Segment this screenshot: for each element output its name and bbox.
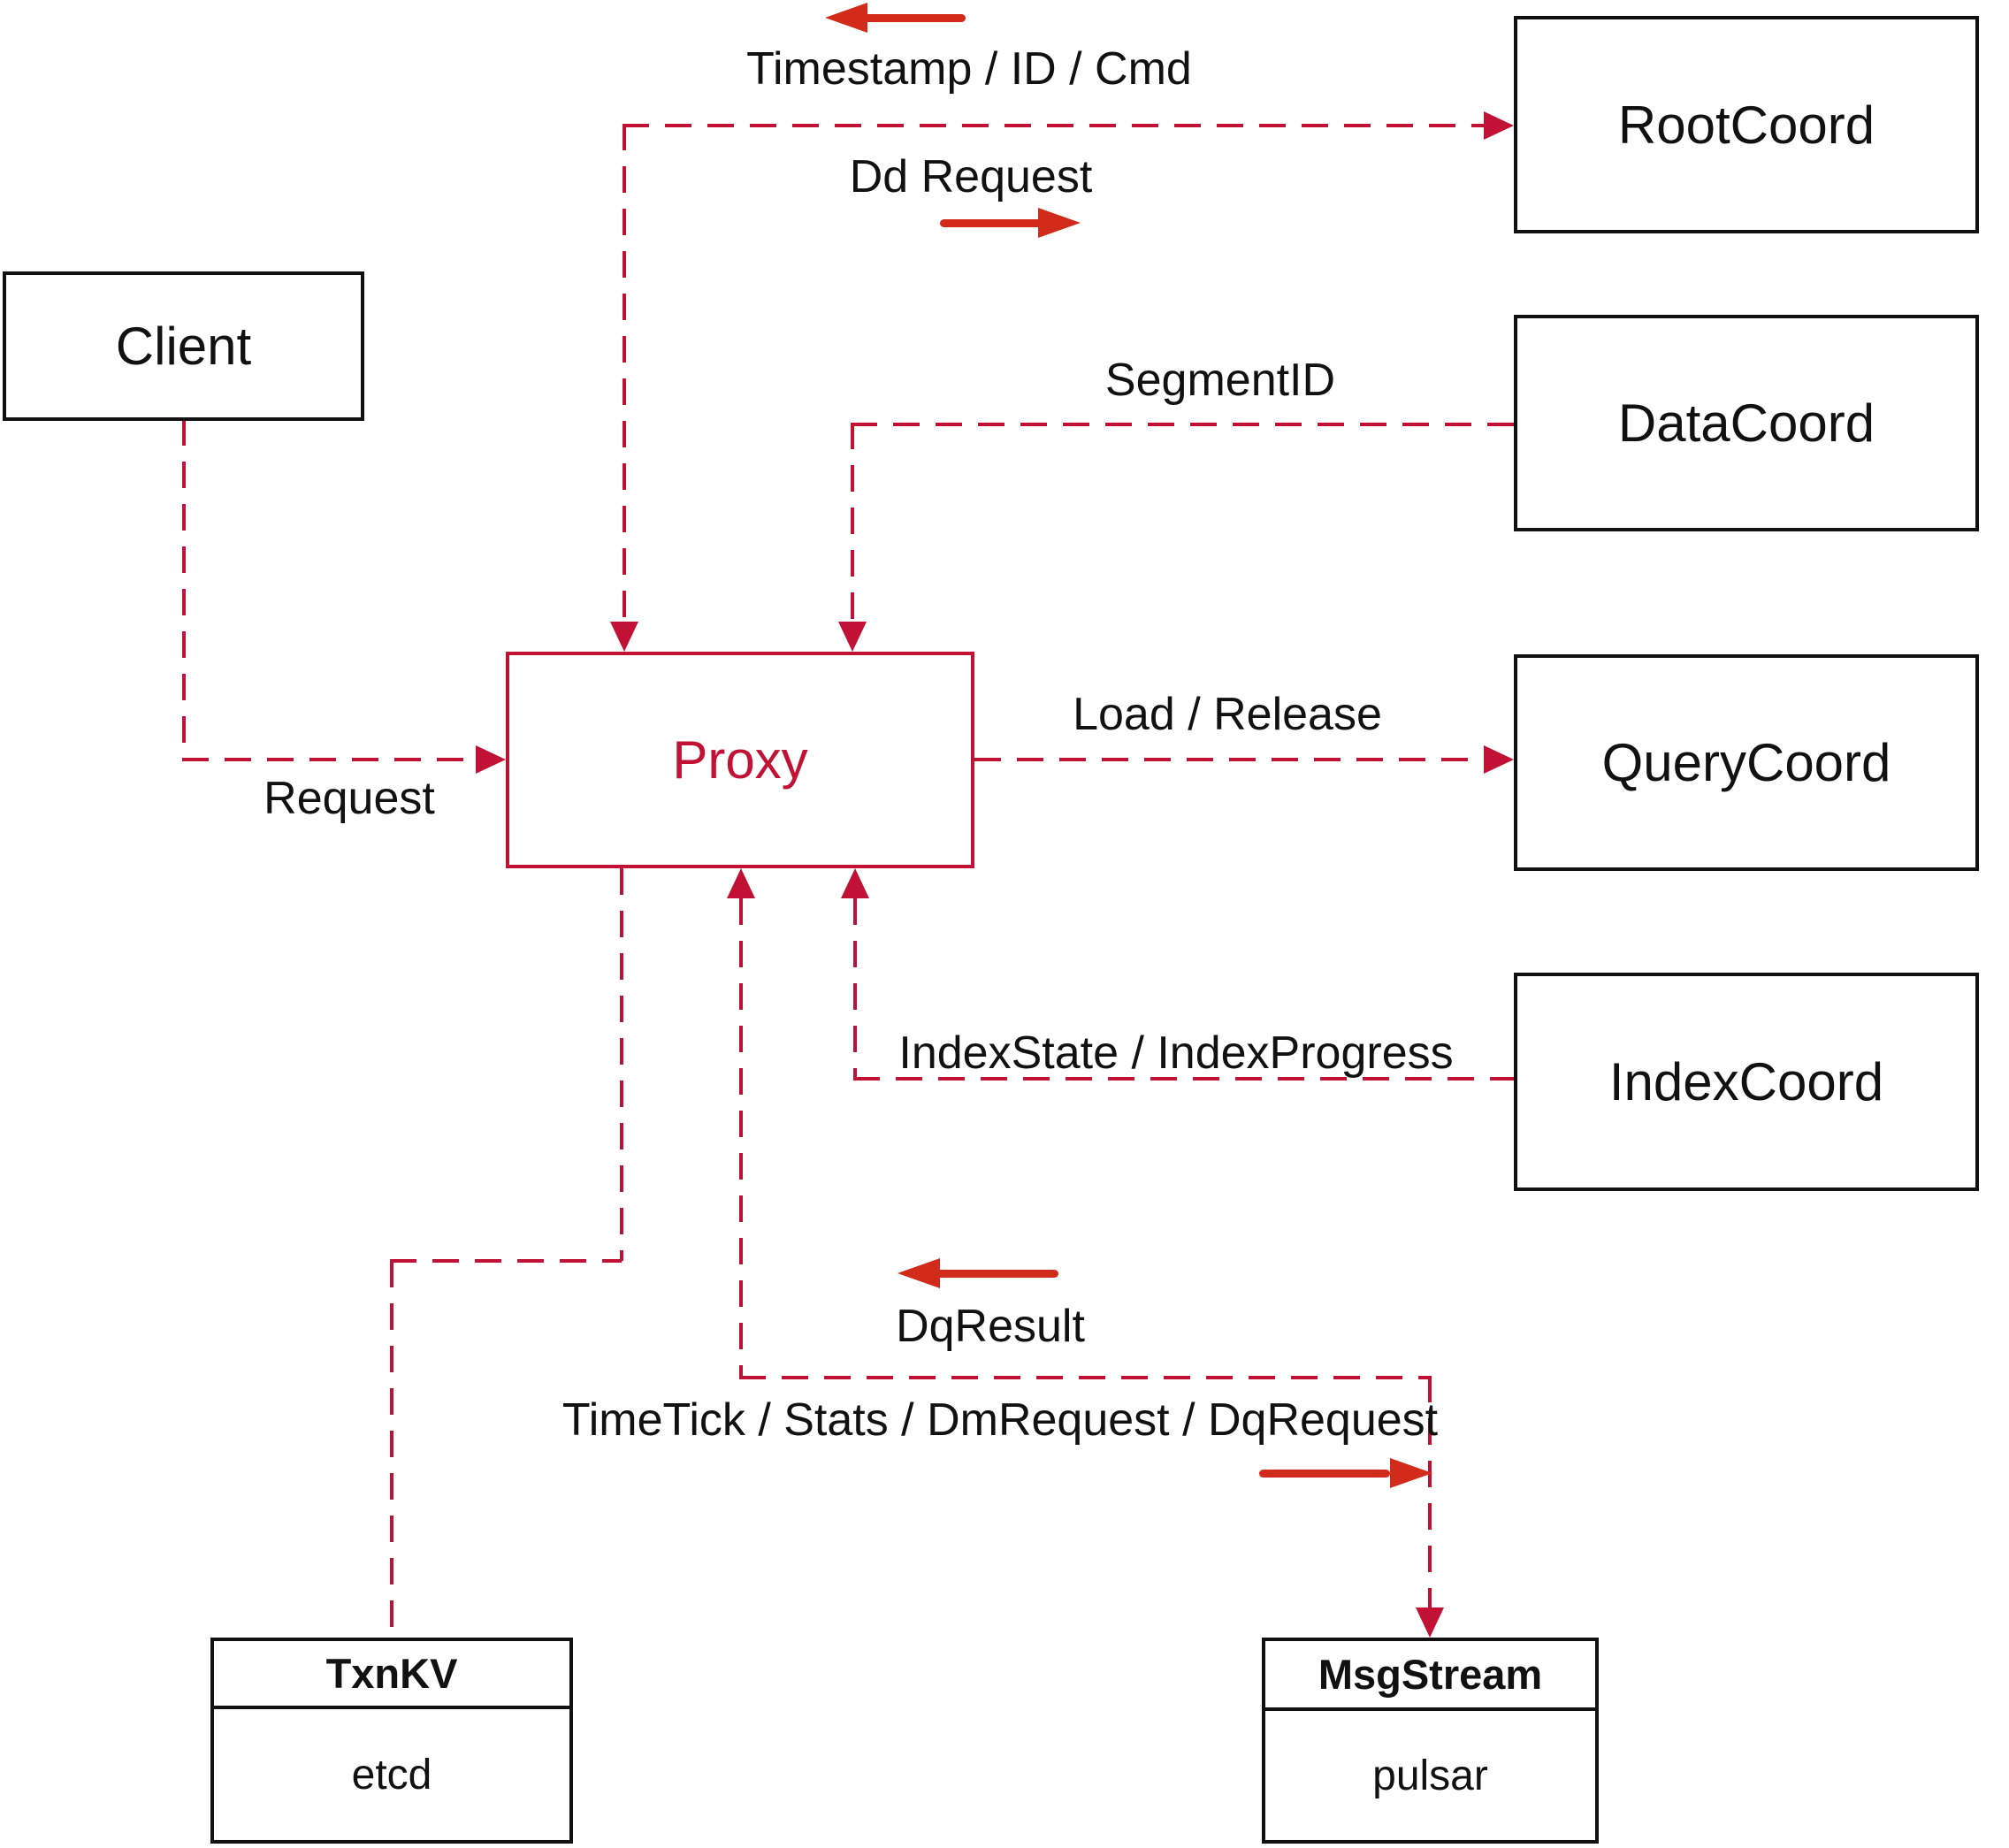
edge-proxy-querycoord-horizontal bbox=[974, 758, 1484, 761]
direction-arrow-right-timetick-shaft bbox=[1259, 1470, 1390, 1478]
msgstream-node-impl: pulsar bbox=[1372, 1752, 1488, 1799]
proxy-node-label: Proxy bbox=[672, 730, 808, 790]
arrowhead-into-proxy-bottom-left-icon bbox=[727, 868, 755, 898]
direction-arrow-left-dqresult-icon bbox=[898, 1258, 940, 1288]
indexcoord-node-label: IndexCoord bbox=[1608, 1052, 1884, 1111]
edge-proxy-msgstream-horizontal bbox=[739, 1376, 1430, 1379]
edge-label-segment-id: SegmentID bbox=[1104, 355, 1336, 406]
msgstream-node-title: MsgStream bbox=[1265, 1641, 1595, 1711]
indexcoord-node: IndexCoord bbox=[1514, 973, 1979, 1191]
edge-proxy-msgstream-vertical-lower bbox=[1428, 1376, 1432, 1607]
edge-proxy-txnkv-horizontal bbox=[390, 1259, 622, 1263]
edge-client-proxy-vertical bbox=[182, 419, 186, 760]
msgstream-node: MsgStream pulsar bbox=[1262, 1638, 1599, 1844]
edge-proxy-txnkv-vertical-lower bbox=[390, 1261, 393, 1638]
edge-proxy-txnkv-vertical-upper bbox=[620, 868, 623, 1261]
edge-client-proxy-horizontal bbox=[182, 758, 476, 761]
rootcoord-node: RootCoord bbox=[1514, 16, 1979, 233]
edge-datacoord-proxy-horizontal bbox=[851, 423, 1514, 426]
arrowhead-into-msgstream-icon bbox=[1416, 1607, 1444, 1638]
direction-arrow-left-timestamp-icon bbox=[825, 3, 867, 33]
txnkv-node-impl: etcd bbox=[351, 1751, 432, 1798]
arrowhead-into-querycoord-icon bbox=[1484, 745, 1514, 774]
client-node-label: Client bbox=[115, 317, 252, 376]
arrowhead-into-proxy-top-left-icon bbox=[610, 622, 638, 652]
client-node: Client bbox=[3, 271, 364, 421]
direction-arrow-right-ddrequest-shaft bbox=[940, 219, 1042, 227]
querycoord-node-label: QueryCoord bbox=[1601, 733, 1891, 792]
datacoord-node-label: DataCoord bbox=[1617, 393, 1875, 453]
arrowhead-into-proxy-top-right-icon bbox=[838, 622, 867, 652]
edge-proxy-rootcoord-vertical bbox=[623, 124, 626, 622]
edge-indexcoord-proxy-horizontal bbox=[853, 1077, 1514, 1081]
edge-label-timestamp-id-cmd: Timestamp / ID / Cmd bbox=[746, 43, 1192, 95]
edge-label-index-state: IndexState / IndexProgress bbox=[898, 1027, 1454, 1079]
edge-proxy-msgstream-vertical-upper bbox=[739, 898, 743, 1378]
edge-datacoord-proxy-vertical bbox=[851, 423, 854, 622]
txnkv-node-title: TxnKV bbox=[214, 1641, 569, 1709]
rootcoord-node-label: RootCoord bbox=[1617, 95, 1875, 155]
edge-label-dd-request: Dd Request bbox=[849, 151, 1093, 202]
edge-label-request: Request bbox=[264, 773, 435, 824]
edge-indexcoord-proxy-vertical bbox=[853, 898, 857, 1079]
edge-label-dq-result: DqResult bbox=[896, 1301, 1085, 1352]
edge-proxy-rootcoord-horizontal bbox=[623, 124, 1484, 127]
arrowhead-into-proxy-left-icon bbox=[476, 745, 506, 774]
direction-arrow-right-ddrequest-icon bbox=[1038, 208, 1081, 238]
edge-label-timetick: TimeTick / Stats / DmRequest / DqRequest bbox=[561, 1394, 1439, 1446]
txnkv-node: TxnKV etcd bbox=[210, 1638, 573, 1844]
arrowhead-into-rootcoord-icon bbox=[1484, 111, 1514, 140]
direction-arrow-left-dqresult-shaft bbox=[935, 1270, 1058, 1278]
datacoord-node: DataCoord bbox=[1514, 315, 1979, 531]
direction-arrow-left-timestamp-shaft bbox=[862, 14, 966, 22]
querycoord-node: QueryCoord bbox=[1514, 654, 1979, 871]
edge-label-load-release: Load / Release bbox=[1073, 689, 1382, 740]
proxy-node: Proxy bbox=[506, 652, 974, 868]
arrowhead-into-proxy-bottom-right-icon bbox=[841, 868, 869, 898]
direction-arrow-right-timetick-icon bbox=[1390, 1458, 1432, 1488]
